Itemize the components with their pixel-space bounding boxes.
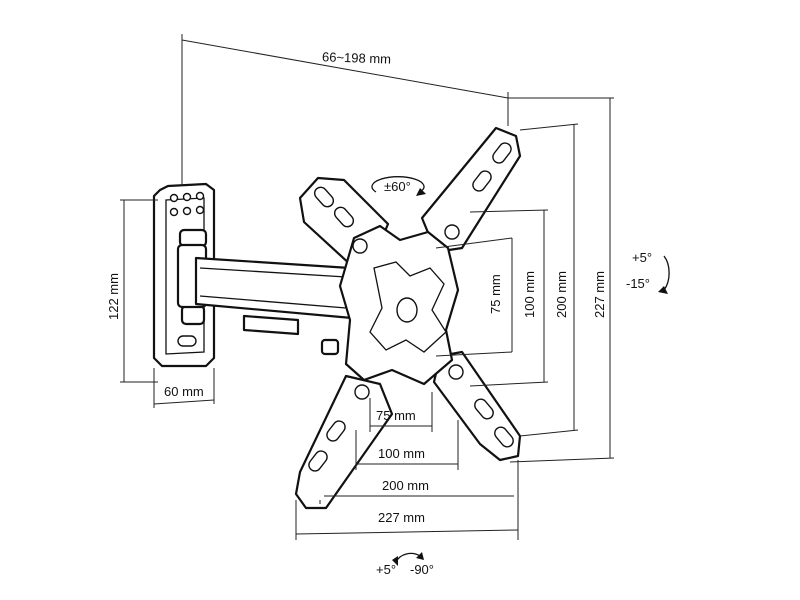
rotate-arc-icon (371, 176, 426, 196)
tilt-down-label: -15° (626, 276, 650, 291)
vesa-vertical-200-label: 200 mm (554, 271, 569, 318)
swivel-right-label: -90° (410, 562, 434, 577)
vesa-mount-plate (294, 126, 522, 510)
arm-extension-label: 66~198 mm (322, 49, 391, 66)
vesa-horizontal-200-label: 200 mm (382, 478, 429, 493)
vesa-horizontal-227-label: 227 mm (378, 510, 425, 525)
rotate-range-label: ±60° (384, 179, 411, 194)
vesa-horizontal-75-label: 75 mm (376, 408, 416, 423)
vesa-horizontal-100-label: 100 mm (378, 446, 425, 461)
vesa-vertical-75-label: 75 mm (488, 274, 503, 314)
wall-plate-height-label: 122 mm (106, 273, 121, 320)
tilt-arc-icon (658, 255, 670, 294)
dimension-lines (120, 34, 615, 540)
swing-arm (194, 256, 354, 356)
wall-plate-width-label: 60 mm (164, 384, 204, 399)
vesa-vertical-227-label: 227 mm (592, 271, 607, 318)
tilt-up-label: +5° (632, 250, 652, 265)
swivel-left-label: +5° (376, 562, 396, 577)
vesa-vertical-100-label: 100 mm (522, 271, 537, 318)
swivel-arc-icon (392, 552, 424, 566)
